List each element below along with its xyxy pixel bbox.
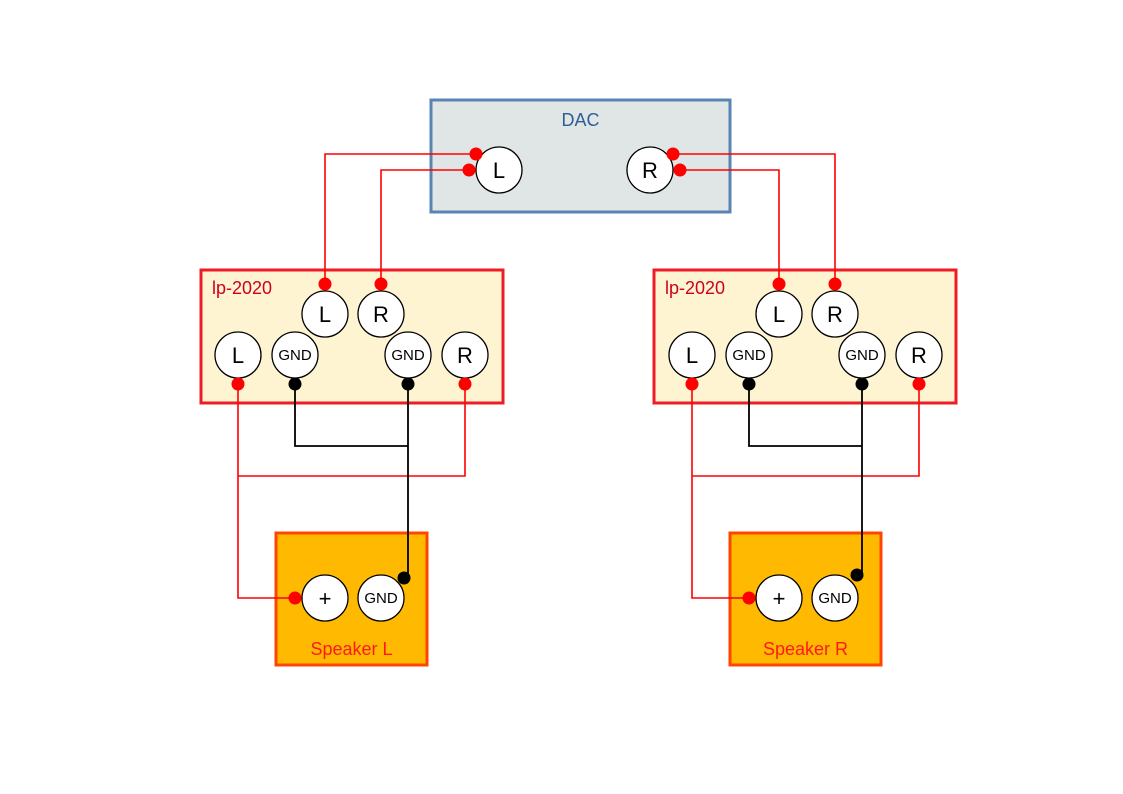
svg-text:GND: GND <box>732 347 766 364</box>
dot-amp-left-in-r <box>374 277 388 291</box>
amp-right-output-l: L <box>668 331 716 379</box>
svg-text:L: L <box>493 158 505 183</box>
wire-amp-right-gnd-bridge <box>748 384 862 447</box>
svg-text:+: + <box>773 586 786 611</box>
amp-left-output-l: L <box>214 331 262 379</box>
dot-speaker-right-gnd <box>850 568 864 582</box>
amp-right-output-gnd-b: GND <box>838 331 886 379</box>
dac-terminal-r: R <box>626 146 674 194</box>
wire-dac-r-to-amp-right-l <box>680 169 780 284</box>
amp-left-input-l: L <box>301 290 349 338</box>
dot-amp-right-in-r <box>828 277 842 291</box>
wire-amp-left-out-l <box>237 384 295 599</box>
svg-text:+: + <box>319 586 332 611</box>
dot-dac-r-upper <box>666 147 680 161</box>
dot-dac-r-lower <box>673 163 687 177</box>
speaker-left-terminal-gnd: GND <box>357 574 405 622</box>
dot-amp-left-out-r <box>458 377 472 391</box>
amp-left-output-r: R <box>441 331 489 379</box>
amp-right-input-l: L <box>755 290 803 338</box>
wire-amp-right-bridge-r <box>692 384 920 477</box>
svg-text:L: L <box>232 343 244 368</box>
svg-text:L: L <box>773 302 785 327</box>
amp-left-input-r: R <box>357 290 405 338</box>
svg-text:L: L <box>319 302 331 327</box>
wire-amp-right-out-l <box>691 384 749 599</box>
amp-right-output-r: R <box>895 331 943 379</box>
svg-text:GND: GND <box>845 347 879 364</box>
connection-dots <box>231 147 926 605</box>
svg-text:L: L <box>686 343 698 368</box>
speaker-right-terminal-gnd: GND <box>811 574 859 622</box>
dot-speaker-left-plus <box>288 591 302 605</box>
svg-text:R: R <box>911 343 927 368</box>
svg-text:GND: GND <box>278 347 312 364</box>
svg-text:GND: GND <box>364 590 398 607</box>
amp-right-input-r: R <box>811 290 859 338</box>
amp-left-title: lp-2020 <box>212 278 272 298</box>
speaker-right-terminal-plus: + <box>755 574 803 622</box>
wire-dac-r-to-amp-right-r <box>673 153 836 284</box>
dot-amp-left-out-l <box>231 377 245 391</box>
dot-amp-left-out-gnd-a <box>288 377 302 391</box>
dot-speaker-right-plus <box>742 591 756 605</box>
dac-terminal-l: L <box>475 146 523 194</box>
wire-amp-left-gnd-bridge <box>294 384 408 447</box>
svg-text:R: R <box>373 302 389 327</box>
dot-amp-right-in-l <box>772 277 786 291</box>
dot-dac-l-lower <box>462 163 476 177</box>
amp-left-output-gnd-a: GND <box>271 331 319 379</box>
dot-amp-left-out-gnd-b <box>401 377 415 391</box>
svg-text:GND: GND <box>818 590 852 607</box>
dot-amp-right-out-gnd-a <box>742 377 756 391</box>
speaker-left-terminal-plus: + <box>301 574 349 622</box>
dac-title: DAC <box>561 110 599 130</box>
wire-dac-l-to-amp-left-l <box>324 153 476 284</box>
dot-amp-right-out-r <box>912 377 926 391</box>
svg-text:R: R <box>457 343 473 368</box>
amp-left-output-gnd-b: GND <box>384 331 432 379</box>
svg-text:R: R <box>827 302 843 327</box>
amp-right-output-gnd-a: GND <box>725 331 773 379</box>
dot-amp-right-out-gnd-b <box>855 377 869 391</box>
svg-text:GND: GND <box>391 347 425 364</box>
amp-right-title: lp-2020 <box>665 278 725 298</box>
speaker-left-title: Speaker L <box>310 639 392 659</box>
wire-amp-left-bridge-r <box>238 384 466 477</box>
dot-amp-left-in-l <box>318 277 332 291</box>
speaker-right-title: Speaker R <box>763 639 848 659</box>
dot-amp-right-out-l <box>685 377 699 391</box>
dot-speaker-left-gnd <box>397 571 411 585</box>
dot-dac-l-upper <box>469 147 483 161</box>
svg-text:R: R <box>642 158 658 183</box>
wire-dac-l-to-amp-left-r <box>380 169 469 284</box>
